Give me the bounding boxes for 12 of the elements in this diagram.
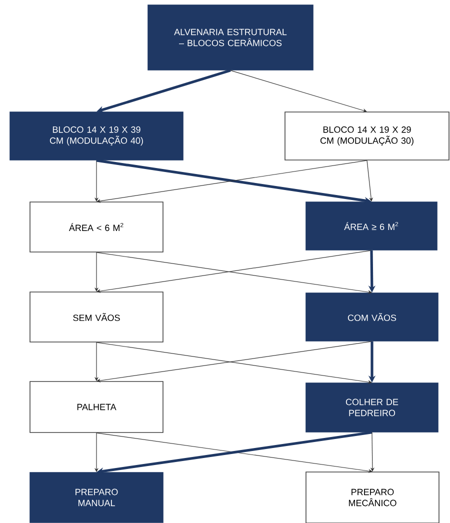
highlighted-box: PREPARO MANUAL <box>30 472 164 523</box>
process-box: PREPARO MECÂNICO <box>306 472 440 523</box>
process-box: SEM VÃOS <box>30 292 164 342</box>
highlighted-box: COM VÃOS <box>306 292 438 342</box>
process-box: BLOCO 14 X 19 X 29 CM (MODULAÇÃO 30) <box>284 112 450 160</box>
process-box: ÁREA < 6 M$^{2}$ <box>30 202 164 252</box>
highlighted-box: COLHER DE PEDREIRO <box>306 382 438 432</box>
highlighted-box: BLOCO 14 X 19 X 39 CM (MODULAÇÃO 40) <box>10 112 184 160</box>
arrow <box>230 70 367 112</box>
highlighted-box: ÁREA ≥ 6 M$^{2}$ <box>306 202 438 250</box>
highlighted-box: ALVENARIA ESTRUTURAL – BLOCOS CERÂMICOS <box>148 4 314 70</box>
process-box: PALHETA <box>30 381 164 433</box>
